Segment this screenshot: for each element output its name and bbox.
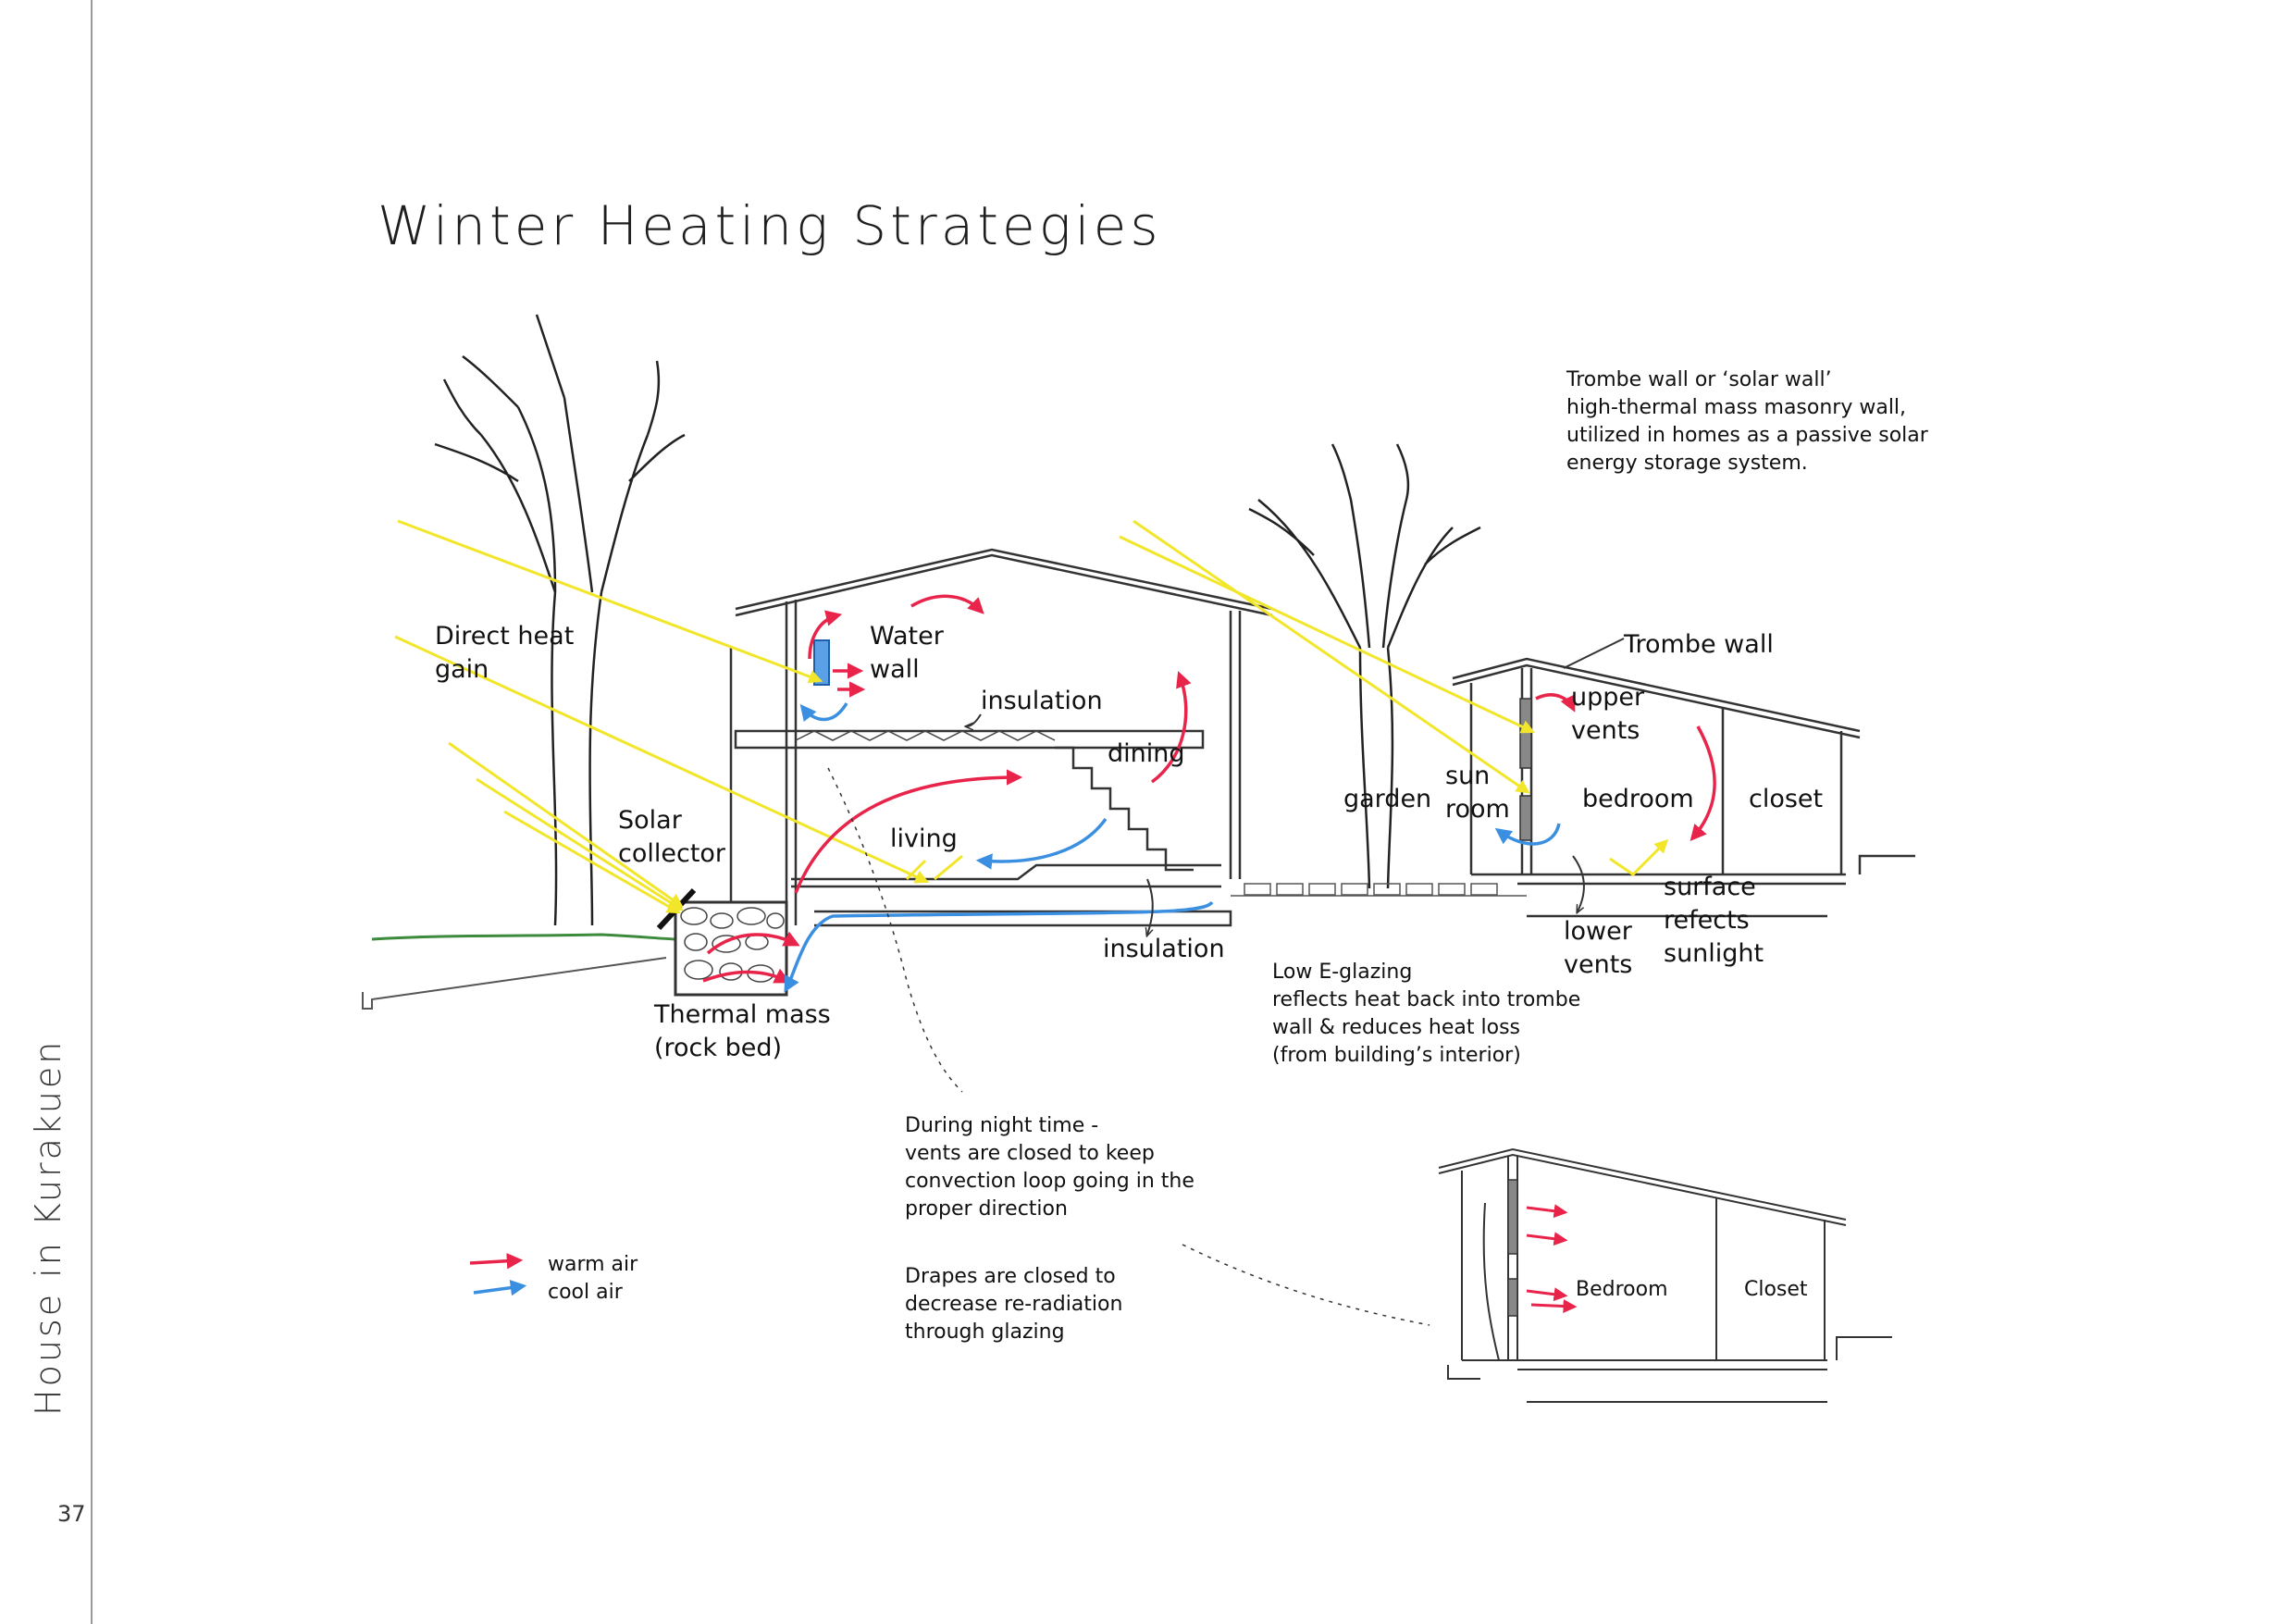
sun-rays: [394, 519, 1669, 914]
left-tree: [434, 314, 686, 926]
label-solar-collector-1: Solar: [618, 806, 683, 835]
retaining-wall: [362, 957, 667, 1010]
drapes-note-line: decrease re-radiation: [905, 1293, 1122, 1316]
label-lower-vents-2: vents: [1564, 950, 1632, 979]
label-surface-1: surface: [1664, 873, 1756, 901]
trombe-note: Trombe wall or ‘solar wall’ high-thermal…: [1566, 368, 1929, 475]
drapes-note-line: Drapes are closed to: [905, 1265, 1116, 1288]
inset-section: [1438, 1147, 1892, 1403]
label-water-wall-2: wall: [870, 655, 920, 684]
night-time-note: During night time - vents are closed to …: [905, 1114, 1195, 1221]
inset-trombe-lower: [1507, 1278, 1518, 1317]
label-insulation-lower: insulation: [1103, 935, 1225, 963]
right-tree: [1248, 443, 1481, 889]
label-insulation-upper: insulation: [981, 687, 1103, 715]
drapes-note-line: through glazing: [905, 1320, 1065, 1344]
bedroom-house: [1452, 657, 1915, 918]
inset-warm-arrows: [1526, 1204, 1578, 1314]
label-lower-vents-1: lower: [1564, 917, 1633, 946]
legend-cool-arrow: [473, 1279, 527, 1296]
inset-closet-label: Closet: [1744, 1278, 1808, 1301]
margin-rule: [91, 0, 93, 1624]
inset-bedroom-label: Bedroom: [1576, 1278, 1668, 1301]
label-thermal-mass-1: Thermal mass: [653, 1000, 831, 1029]
night-note-line: vents are closed to keep: [905, 1142, 1155, 1165]
trombe-note-line: Trombe wall or ‘solar wall’: [1566, 368, 1832, 391]
trombe-wall-upper: [1519, 698, 1532, 769]
label-thermal-mass-2: (rock bed): [654, 1034, 782, 1062]
legend-cool-label: cool air: [548, 1281, 624, 1304]
label-dining: dining: [1108, 739, 1185, 768]
low-e-note-line: reflects heat back into trombe: [1272, 988, 1580, 1011]
label-surface-3: sunlight: [1664, 939, 1764, 968]
trombe-wall-lower: [1519, 795, 1532, 841]
label-trombe-wall: Trombe wall: [1623, 630, 1774, 659]
rock-bed: [656, 887, 788, 997]
low-e-note-line: (from building’s interior): [1272, 1044, 1521, 1067]
label-direct-heat-1: Direct heat: [435, 622, 574, 651]
legend-warm-arrow: [469, 1252, 524, 1270]
ground-line: [371, 933, 676, 941]
label-upper-vents-2: vents: [1571, 716, 1640, 745]
label-upper-vents-1: upper: [1571, 683, 1645, 712]
label-sun-room-1: sun: [1445, 762, 1490, 790]
legend-warm-label: warm air: [548, 1253, 638, 1276]
low-e-note: Low E-glazing reflects heat back into tr…: [1272, 961, 1580, 1067]
low-e-note-line: wall & reduces heat loss: [1272, 1016, 1520, 1039]
drapes-note: Drapes are closed to decrease re-radiati…: [905, 1265, 1122, 1344]
label-solar-collector-2: collector: [618, 839, 726, 868]
annotation-leaders: [827, 638, 1625, 1326]
cool-air-arrows: [784, 702, 1561, 993]
legend: warm air cool air: [469, 1252, 638, 1304]
label-bedroom: bedroom: [1582, 785, 1694, 813]
insulation-upper-hatch: [795, 730, 1056, 741]
label-surface-2: refects: [1664, 906, 1750, 935]
trombe-note-line: high-thermal mass masonry wall,: [1566, 396, 1906, 419]
low-e-note-line: Low E-glazing: [1272, 961, 1412, 984]
night-note-line: convection loop going in the: [905, 1170, 1195, 1193]
main-house: [729, 548, 1273, 927]
trombe-note-line: utilized in homes as a passive solar: [1566, 424, 1929, 447]
label-living: living: [890, 824, 958, 853]
page-title: Winter Heating Strategies: [378, 194, 1162, 257]
warm-air-arrows: [702, 594, 1716, 984]
night-note-line: proper direction: [905, 1197, 1068, 1221]
label-sun-room-2: room: [1445, 795, 1510, 824]
label-water-wall-1: Water: [870, 622, 945, 651]
trombe-note-line: energy storage system.: [1566, 452, 1808, 475]
garden-pavers: [1231, 883, 1527, 897]
label-closet: closet: [1749, 785, 1823, 813]
label-garden: garden: [1343, 785, 1431, 813]
inset-trombe-upper: [1507, 1179, 1518, 1255]
page-number: 37: [57, 1501, 86, 1527]
night-note-line: During night time -: [905, 1114, 1098, 1137]
label-direct-heat-2: gain: [435, 655, 489, 684]
